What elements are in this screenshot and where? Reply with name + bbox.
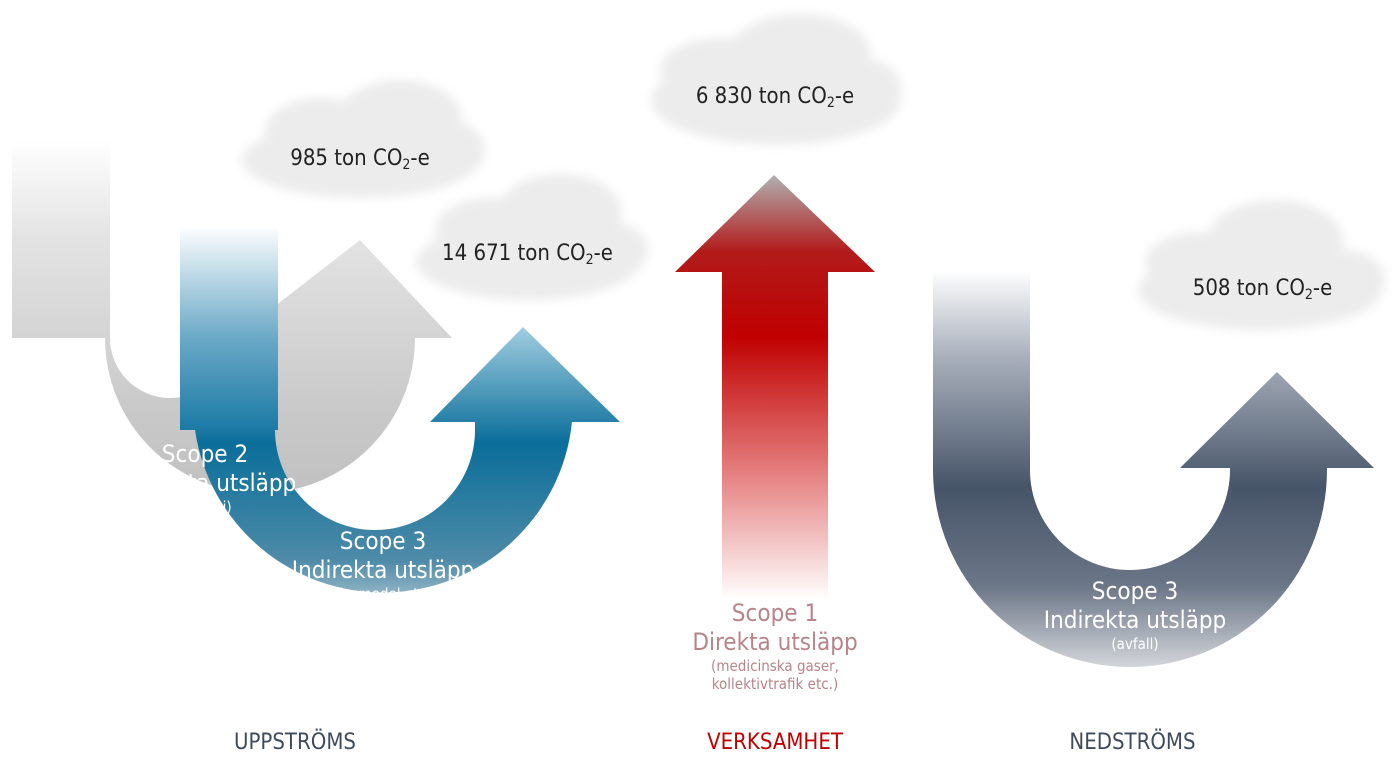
- section-label-upstream: UPPSTRÖMS: [234, 730, 356, 755]
- cloud-scope1: [651, 14, 902, 145]
- scope1-description: Direkta utsläpp: [692, 627, 858, 656]
- scope3-upstream-label: Scope 3 Indirekta utsläpp (livsmedel etc…: [238, 527, 528, 603]
- scope3-downstream-note: (avfall): [1111, 634, 1159, 653]
- scope3-downstream-description: Indirekta utsläpp: [1043, 605, 1227, 634]
- cloud-scope2: [242, 80, 485, 198]
- scope3-stem: [180, 228, 278, 430]
- scope3-downstream-label: Scope 3 Indirekta utsläpp (avfall): [990, 577, 1280, 653]
- scope3-downstream-arrow: [933, 272, 1374, 667]
- cloud-scope3-downstream: [1138, 200, 1385, 330]
- scope1-title: Scope 1: [731, 599, 819, 627]
- scope3-upstream-description: Indirekta utsläpp: [291, 555, 475, 584]
- scope3-upstream-title: Scope 3: [339, 527, 427, 555]
- scope1-note-line2: kollektivtrafik etc.): [711, 674, 839, 693]
- scope2-emission-value: 985 ton CO2-e: [290, 146, 430, 173]
- scope3-downstream-emission-value: 508 ton CO2-e: [1192, 276, 1333, 303]
- scope2-description: Indirekta utsläpp: [113, 468, 297, 497]
- scope2-title: Scope 2: [161, 440, 249, 468]
- scope3-upstream-emission-value: 14 671 ton CO2-e: [442, 241, 613, 268]
- scope2-label: Scope 2 Indirekta utsläpp (energi): [60, 440, 350, 516]
- cloud-scope3-upstream: [416, 174, 648, 300]
- section-label-operations: VERKSAMHET: [707, 730, 843, 755]
- scope3-downstream-title: Scope 3: [1091, 577, 1179, 605]
- section-label-downstream: NEDSTRÖMS: [1069, 730, 1196, 755]
- scope1-arrow: [675, 175, 875, 600]
- scope3-upstream-note: (livsmedel etc.): [330, 584, 436, 603]
- scope1-label: Scope 1 Direkta utsläpp (medicinska gase…: [640, 599, 910, 693]
- scope2-note: (energi): [178, 497, 232, 516]
- scope3-upstream-arrow: [195, 327, 620, 593]
- scope1-emission-value: 6 830 ton CO2-e: [695, 84, 855, 111]
- scope1-note-line1: (medicinska gaser,: [711, 656, 839, 675]
